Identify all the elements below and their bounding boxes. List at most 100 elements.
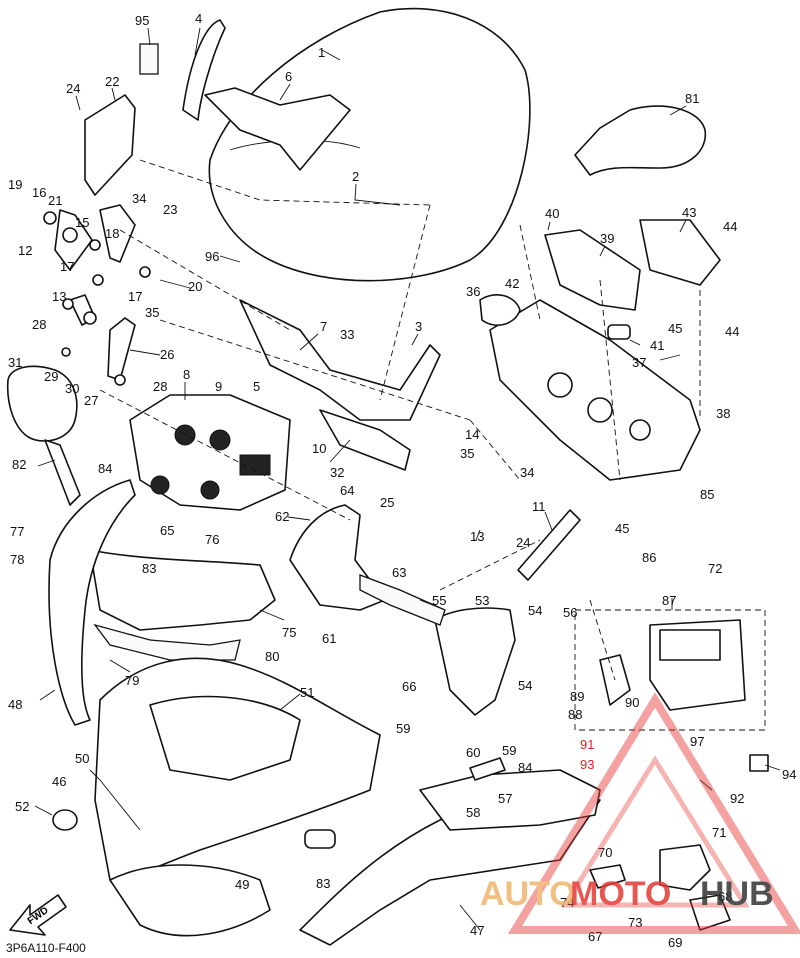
- callout-60: 60: [466, 745, 480, 760]
- callout-43: 43: [682, 205, 696, 220]
- callout-49: 49: [235, 877, 249, 892]
- callout-92: 92: [730, 791, 744, 806]
- intake-51: [149, 695, 301, 781]
- visor-trim: [182, 19, 226, 121]
- callout-45: 45: [615, 521, 629, 536]
- callout-13: 13: [52, 289, 66, 304]
- callout-61: 61: [322, 631, 336, 646]
- callout-59: 59: [396, 721, 410, 736]
- callout-77: 77: [10, 524, 24, 539]
- bracket-68: [659, 844, 711, 891]
- callout-23: 23: [163, 202, 177, 217]
- callout-44: 44: [723, 219, 737, 234]
- callout-55: 55: [432, 593, 446, 608]
- callout-18: 18: [105, 226, 119, 241]
- callout-10: 10: [312, 441, 326, 456]
- callout-87: 87: [662, 593, 676, 608]
- callout-35: 35: [460, 446, 474, 461]
- callout-71: 71: [712, 825, 726, 840]
- callout-39: 39: [600, 231, 614, 246]
- callout-32: 32: [330, 465, 344, 480]
- callout-19: 19: [8, 177, 22, 192]
- callout-63: 63: [392, 565, 406, 580]
- callout-46: 46: [52, 774, 66, 789]
- callout-6: 6: [285, 69, 292, 84]
- callout-80: 80: [265, 649, 279, 664]
- callout-53: 53: [475, 593, 489, 608]
- callout-52: 52: [15, 799, 29, 814]
- callout-79: 79: [125, 673, 139, 688]
- callout-28: 28: [153, 379, 167, 394]
- callout-51: 51: [300, 685, 314, 700]
- mirror-82: [6, 365, 78, 442]
- callout-78: 78: [10, 552, 24, 567]
- callout-14: 14: [465, 427, 479, 442]
- watermark-text-moto: MOTO: [570, 875, 671, 913]
- emblem-52: [52, 809, 78, 831]
- callout-30: 30: [65, 381, 79, 396]
- watermark-triangle: [507, 692, 800, 934]
- callout-15: 15: [75, 215, 89, 230]
- callout-82: 82: [12, 457, 26, 472]
- callout-75: 75: [282, 625, 296, 640]
- callout-94: 94: [782, 767, 796, 782]
- callout-95: 95: [135, 13, 149, 28]
- garnish-39: [544, 229, 641, 311]
- callout-1: 1: [318, 45, 325, 60]
- callout-5: 5: [253, 379, 260, 394]
- callout-91: 91: [580, 737, 594, 752]
- inner-panel-6: [204, 87, 351, 171]
- callout-29: 29: [44, 369, 58, 384]
- callout-59: 59: [502, 743, 516, 758]
- collar-41: [607, 324, 631, 340]
- callout-47: 47: [470, 923, 484, 938]
- callout-45: 45: [668, 321, 682, 336]
- callout-67: 67: [588, 929, 602, 944]
- plate-84: [469, 757, 506, 781]
- callout-56: 56: [563, 605, 577, 620]
- callout-84: 84: [98, 461, 112, 476]
- callout-83: 83: [316, 876, 330, 891]
- callout-81: 81: [685, 91, 699, 106]
- callout-58: 58: [466, 805, 480, 820]
- panel-43: [639, 219, 721, 286]
- fwd-arrow: [9, 894, 67, 936]
- mirror-cover-81: [574, 105, 707, 176]
- callout-90: 90: [625, 695, 639, 710]
- callout-31: 31: [8, 355, 22, 370]
- callout-42: 42: [505, 276, 519, 291]
- callout-2: 2: [352, 169, 359, 184]
- callout-26: 26: [160, 347, 174, 362]
- strip-11: [517, 509, 581, 581]
- windshield: [208, 7, 531, 282]
- callout-76: 76: [205, 532, 219, 547]
- watermark-logo: AUTO MOTO HUB: [480, 692, 800, 934]
- decal-95: [139, 43, 159, 75]
- diagram-code: 3P6A110-F400: [6, 941, 86, 955]
- callout-34: 34: [132, 191, 146, 206]
- callout-36: 36: [466, 284, 480, 299]
- callout-88: 88: [568, 707, 582, 722]
- callout-35: 35: [145, 305, 159, 320]
- callout-84: 84: [518, 760, 532, 775]
- callout-21: 21: [48, 193, 62, 208]
- stay-32: [239, 299, 441, 421]
- callout-3: 3: [415, 319, 422, 334]
- callout-83: 83: [142, 561, 156, 576]
- callout-11: 11: [532, 499, 546, 514]
- callout-20: 20: [188, 279, 202, 294]
- callout-50: 50: [75, 751, 89, 766]
- callout-27: 27: [84, 393, 98, 408]
- callout-85: 85: [700, 487, 714, 502]
- bracket-22: [84, 94, 136, 196]
- callout-12: 12: [18, 243, 32, 258]
- callout-97: 97: [690, 734, 704, 749]
- callout-69: 69: [668, 935, 682, 950]
- guide-lines: [99, 159, 701, 681]
- watermark-text-hub: HUB: [700, 875, 774, 913]
- mirror-stem-82: [44, 439, 81, 506]
- callout-68: 68: [718, 889, 732, 904]
- callout-41: 41: [650, 338, 664, 353]
- callout-65: 65: [160, 523, 174, 538]
